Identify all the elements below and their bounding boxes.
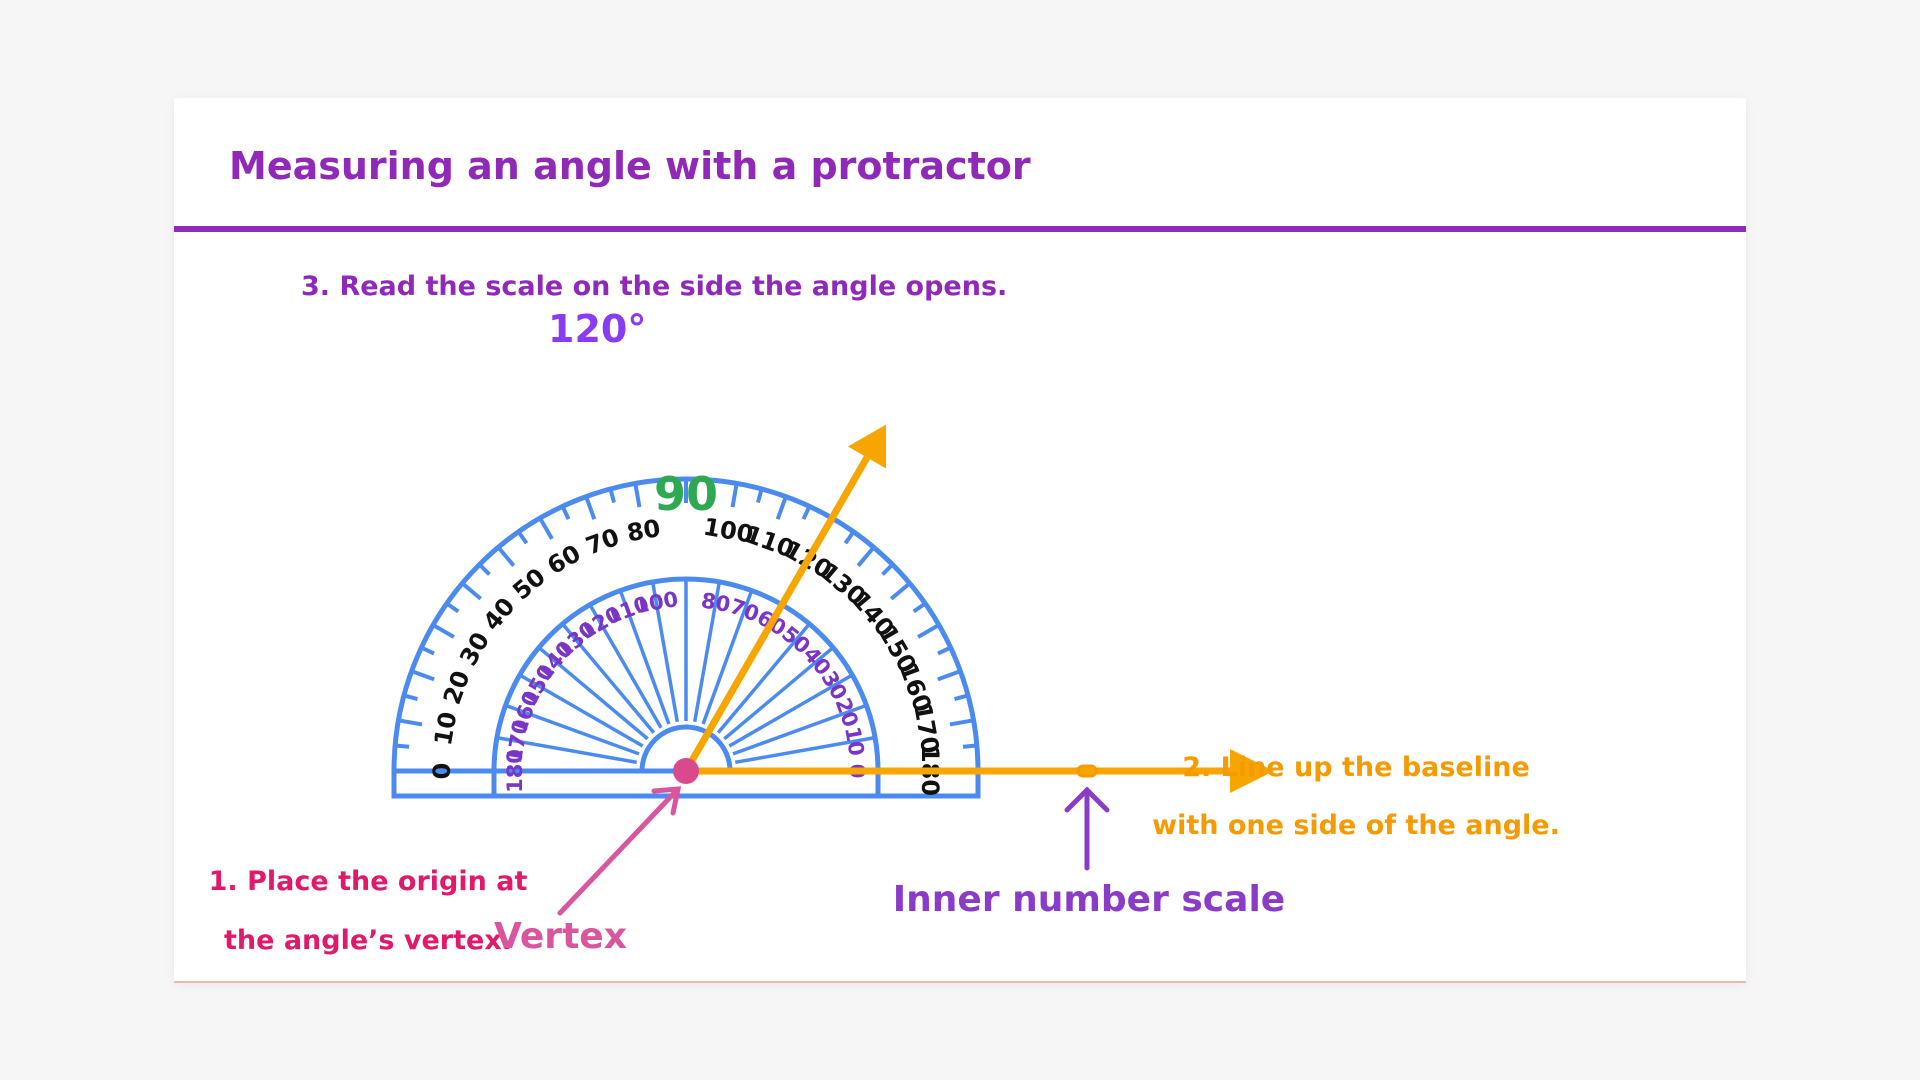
protractor-spoke	[496, 735, 638, 765]
protractor-spoke	[728, 673, 854, 748]
protractor-spoke	[701, 589, 754, 725]
protractor-spoke	[723, 646, 835, 741]
protractor-tick	[461, 581, 482, 601]
angle-side-line	[682, 455, 871, 773]
protractor-spoke	[734, 735, 876, 765]
outer-scale-number: 60	[543, 539, 586, 580]
outer-scale-number: 30	[454, 628, 495, 671]
protractor-spoke	[618, 589, 671, 725]
protractor-spoke	[588, 603, 663, 729]
center-value-label: 90	[654, 467, 718, 521]
protractor-tick	[937, 645, 952, 656]
baseline-arrow	[686, 749, 1274, 793]
protractor-tick	[962, 743, 978, 749]
protractor-tick	[756, 488, 764, 503]
protractor-tick	[708, 479, 714, 495]
inner-scale-pointer-arrow	[1064, 786, 1110, 871]
protractor-tick	[775, 495, 788, 520]
outer-scale-number: 50	[507, 563, 551, 606]
outer-scale-number: 10	[429, 710, 462, 748]
protractor-tick	[403, 693, 418, 701]
protractor-tick	[432, 623, 455, 639]
protractor-tick	[420, 645, 435, 656]
step2-label-line1: 2. Line up the baseline	[1182, 752, 1530, 783]
inner-scale-number: 80	[699, 588, 732, 617]
step1-label-line2: the angle’s vertex.	[224, 925, 512, 956]
inner-scale-number: 180	[503, 749, 527, 793]
protractor-spoke	[504, 703, 640, 756]
protractor-tick	[937, 669, 962, 682]
vertex-dot	[673, 758, 699, 784]
protractor-tick	[584, 495, 597, 520]
protractor-tick	[912, 601, 927, 614]
vertex-pointer-arrow	[557, 786, 682, 916]
protractor-spoke	[732, 703, 868, 756]
lesson-card: Measuring an angle with a protractor 0 10…	[174, 98, 1746, 983]
protractor-tick	[560, 505, 571, 520]
outer-scale-number: 40	[478, 592, 521, 636]
protractor-tick	[394, 743, 410, 749]
protractor-spoke	[716, 622, 811, 734]
protractor-tick	[516, 530, 529, 545]
angle-side-arrow	[682, 424, 887, 773]
outer-scale-number: 0	[428, 763, 456, 780]
protractor-tick	[538, 517, 554, 540]
protractor-spoke	[561, 622, 656, 734]
protractor-tick	[608, 488, 616, 503]
protractor-tick	[949, 718, 974, 727]
outer-scale-number: 20	[438, 667, 476, 708]
title-divider	[174, 226, 1746, 232]
protractor-ticks	[394, 479, 978, 749]
protractor-spoke	[692, 581, 722, 723]
protractor-tick	[410, 669, 435, 682]
inner-scale-label: Inner number scale	[893, 879, 1285, 920]
protractor-center-semicircle	[639, 724, 733, 772]
protractor-tick	[633, 483, 642, 508]
step1-label-line1: 1. Place the origin at	[209, 866, 528, 897]
protractor-tick	[398, 718, 423, 727]
protractor-outer-edge	[391, 476, 981, 799]
protractor-spoke	[650, 581, 680, 723]
protractor-diagram: 0102030405060708010011012013014015016017…	[209, 271, 1560, 957]
protractor-tick	[856, 546, 876, 567]
inner-scale-number: 10	[840, 725, 869, 758]
protractor-tick	[496, 546, 516, 567]
outer-scale-number: 80	[625, 514, 663, 547]
page-title: Measuring an angle with a protractor	[229, 144, 1031, 188]
angle-side-arrowhead	[847, 424, 887, 469]
baseline-arrowhead	[1230, 749, 1274, 793]
protractor-tick	[881, 563, 894, 576]
protractor-tick	[843, 530, 856, 545]
vertex-label: Vertex	[494, 916, 627, 957]
inner-zero-marker	[1076, 764, 1098, 778]
protractor-tick	[917, 623, 940, 639]
protractor-tick	[730, 483, 739, 508]
protractor-tick	[801, 505, 812, 520]
step2-label-line2: with one side of the angle.	[1152, 810, 1560, 841]
protractor-tick	[658, 479, 664, 495]
protractor-tick	[478, 563, 491, 576]
inner-scale-number: 100	[633, 587, 680, 618]
protractor-spoke	[518, 673, 644, 748]
protractor-spoke	[537, 646, 649, 741]
protractor-tick	[445, 601, 460, 614]
protractor-tick	[890, 581, 911, 601]
outer-scale-number: 70	[582, 523, 623, 561]
angle-reading-label: 120°	[548, 307, 646, 351]
step3-label: 3. Read the scale on the side the angle …	[301, 271, 1007, 302]
protractor-tick	[954, 693, 969, 701]
